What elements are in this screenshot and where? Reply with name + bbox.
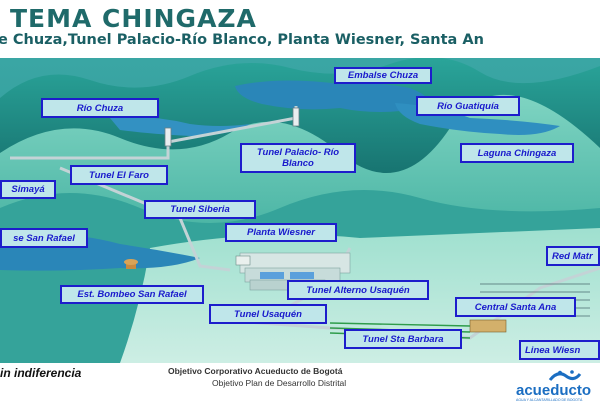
label-rio-guatiquia: Río Guatiquía <box>416 96 520 116</box>
label-tunel-el-faro: Tunel El Faro <box>70 165 168 185</box>
label-laguna-chingaza: Laguna Chingaza <box>460 143 574 163</box>
tunnel-siberia <box>59 166 231 272</box>
label-red-matriz: Red Matr <box>546 246 600 266</box>
diagram-title: TEMA CHINGAZA <box>10 4 257 33</box>
footer-objective-district: Objetivo Plan de Desarrollo Distrital <box>212 378 347 388</box>
label-simaya: Simayá <box>0 180 56 199</box>
tunnel-main <box>10 142 170 160</box>
footer-objective-corporate: Objetivo Corporativo Acueducto de Bogotá <box>168 366 343 376</box>
label-rio-chuza: Río Chuza <box>41 98 159 118</box>
embalse-chuza-water <box>235 80 428 112</box>
label-tunel-usaquen: Tunel Usaquén <box>209 304 327 324</box>
est-bombeo-building <box>124 259 138 269</box>
label-tunel-siberia: Tunel Siberia <box>144 200 256 219</box>
outlet-pipes <box>164 107 300 147</box>
label-tunel-alterno-usaquen: Tunel Alterno Usaquén <box>287 280 429 300</box>
diagram-subtitle: e Chuza,Tunel Palacio-Río Blanco, Planta… <box>0 32 484 48</box>
label-linea-wiesner: Linea Wiesn <box>519 340 600 360</box>
label-est-bombeo-san-rafael: Est. Bombeo San Rafael <box>60 285 204 304</box>
logo-word: acueducto <box>516 382 592 399</box>
label-tunel-palacio-rio-blanco: Tunel Palacio- Río Blanco <box>240 143 356 173</box>
label-se-san-rafael: se San Rafael <box>0 228 88 248</box>
logo-mark-icon <box>548 370 582 381</box>
rio-chuza-water <box>110 116 250 136</box>
acueducto-logo: acueducto AGUA Y ALCANTARILLADO DE BOGOT… <box>508 368 600 403</box>
label-embalse-chuza: Embalse Chuza <box>334 67 432 84</box>
label-central-santa-ana: Central Santa Ana <box>455 297 576 317</box>
logo-tagline: AGUA Y ALCANTARILLADO DE BOGOTÁ <box>516 398 583 402</box>
footer-slogan: in indiferencia <box>0 366 82 380</box>
label-tunel-sta-barbara: Tunel Sta Barbara <box>344 329 462 349</box>
label-planta-wiesner: Planta Wiesner <box>225 223 337 242</box>
